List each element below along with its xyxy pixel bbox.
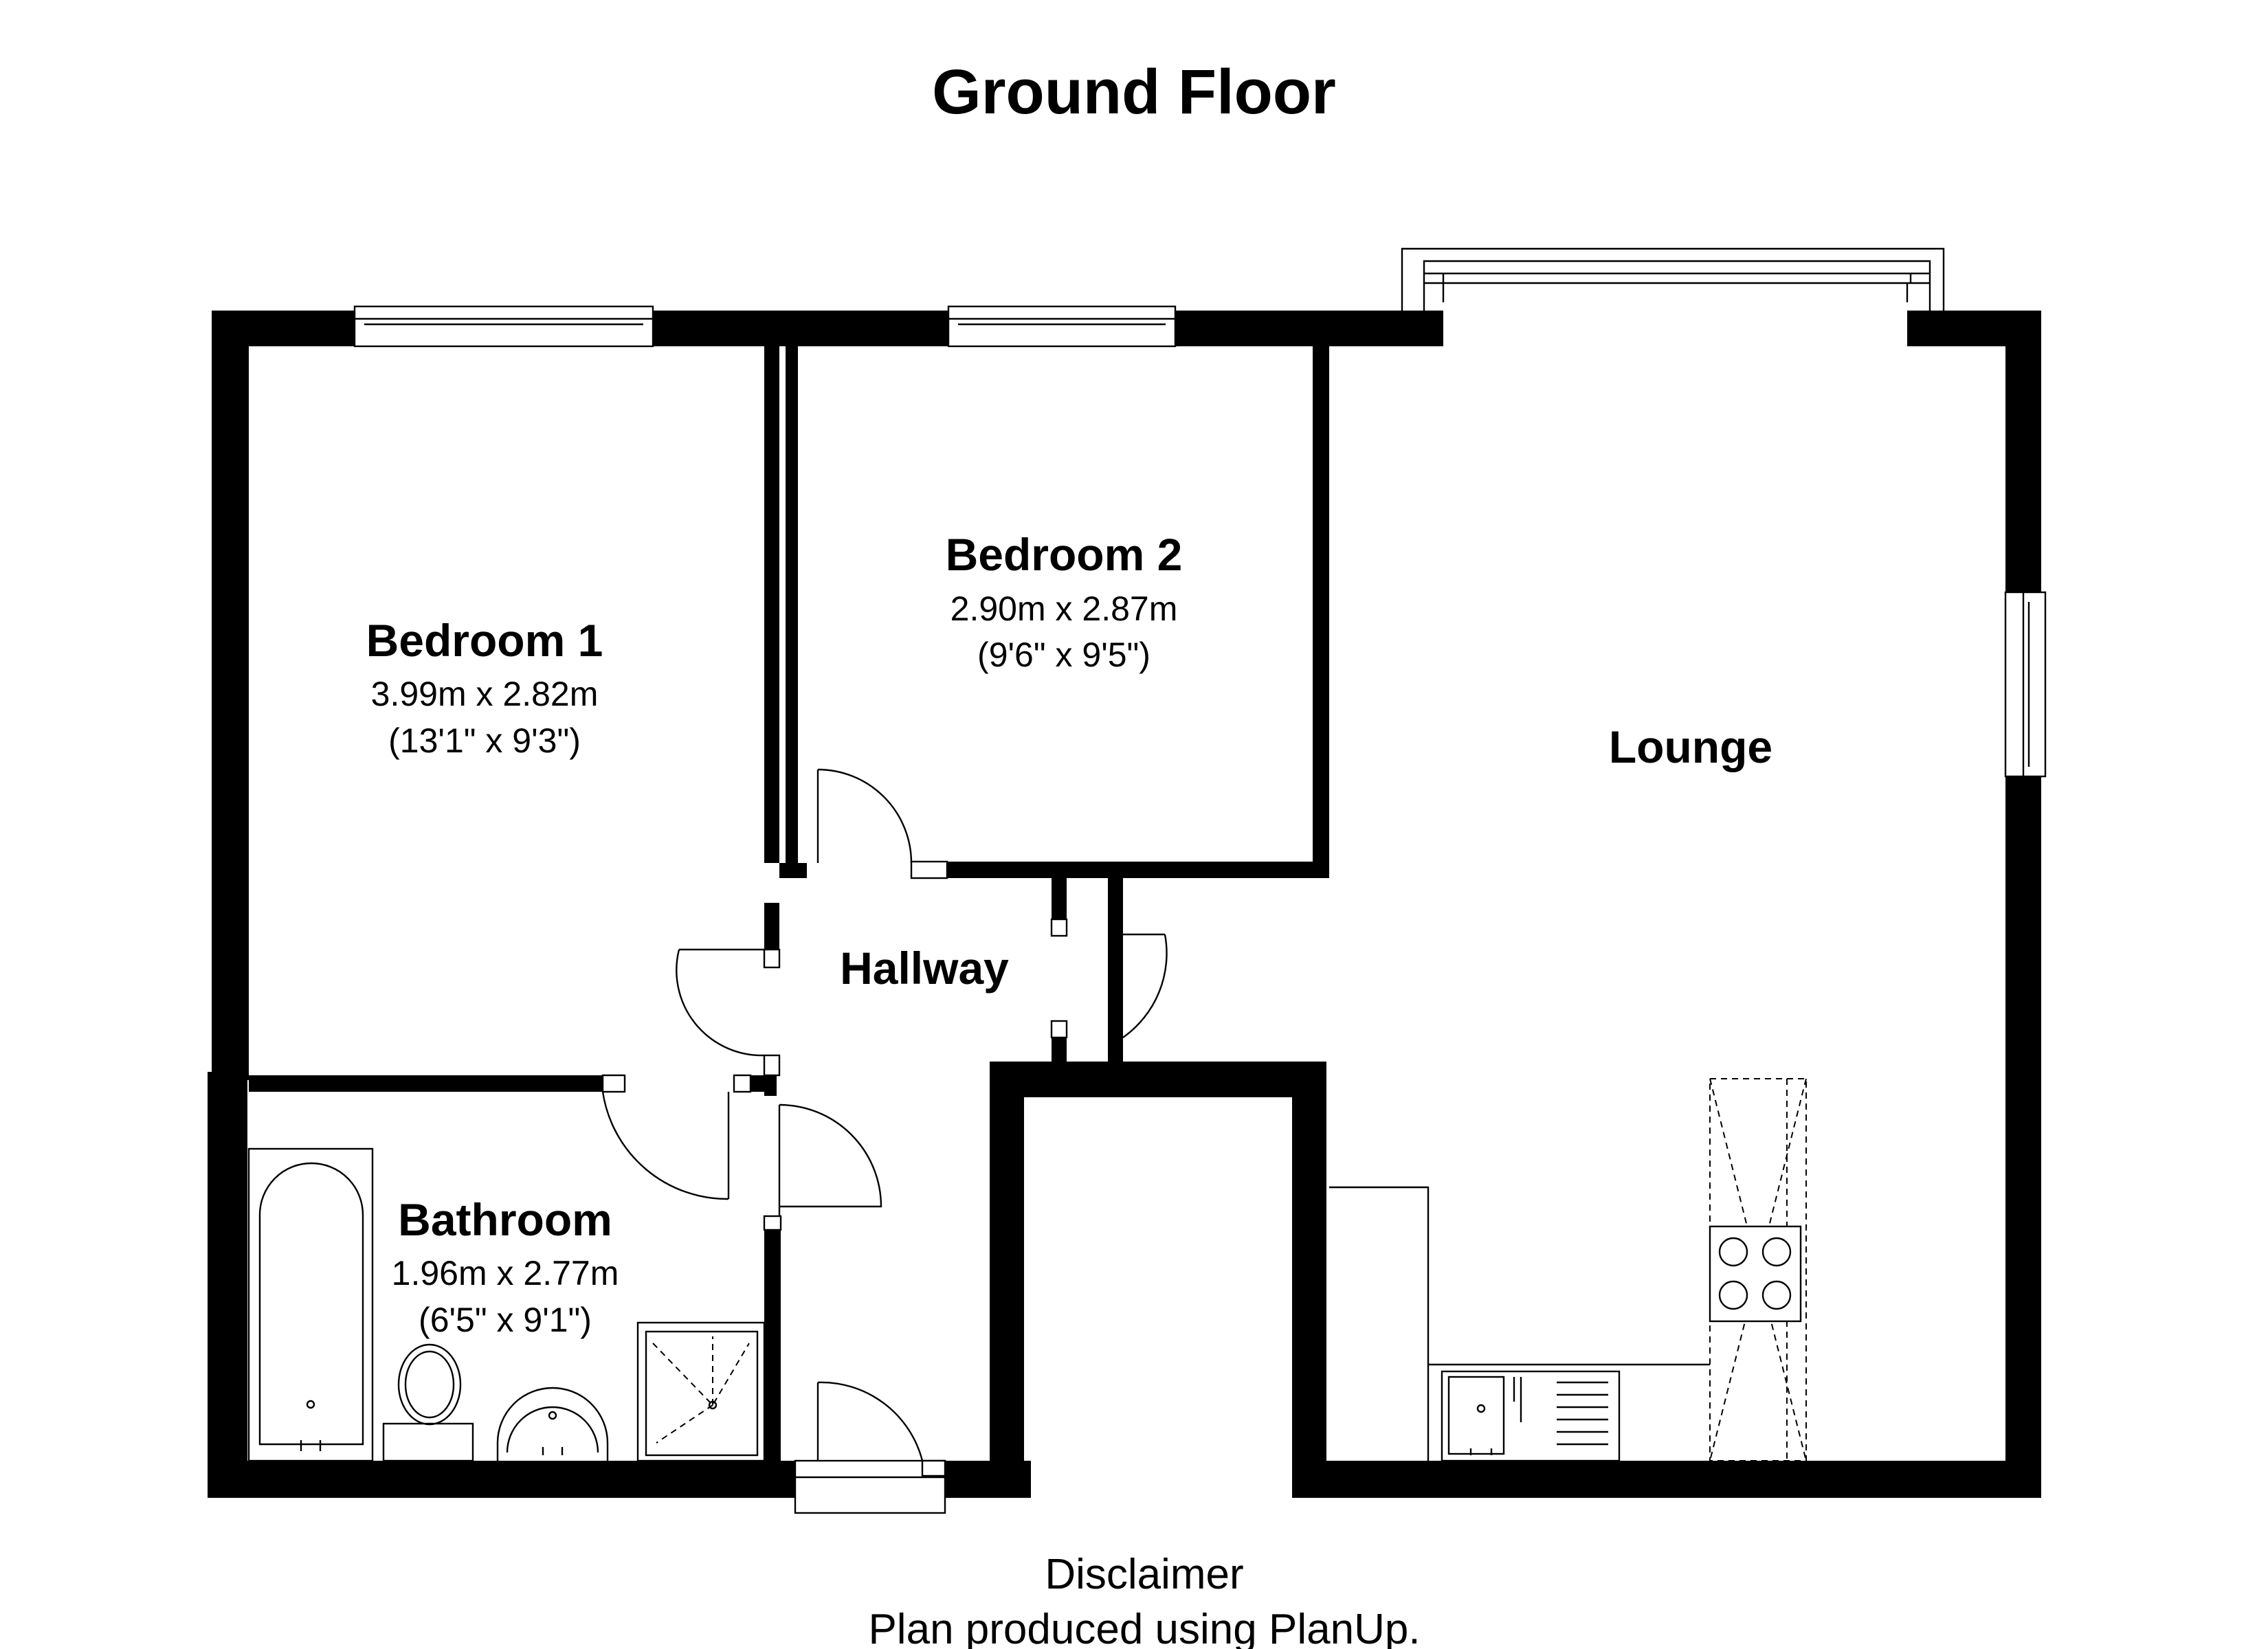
room-dimensions-imperial: (13'1" x 9'3") <box>388 721 581 760</box>
interior-walls <box>249 346 1329 1461</box>
room-dimensions-metric: 2.90m x 2.87m <box>950 590 1178 628</box>
bathroom-fixtures <box>247 1147 766 1462</box>
room-name: Bedroom 2 <box>946 529 1183 580</box>
disclaimer-heading: Disclaimer <box>1045 1551 1243 1598</box>
room-name: Bathroom <box>398 1194 612 1245</box>
label-bathroom: Bathroom 1.96m x 2.77m (6'5" x 9'1") <box>392 1194 619 1339</box>
plan-title: Ground Floor <box>932 57 1336 127</box>
label-hallway: Hallway <box>840 943 1009 994</box>
label-lounge: Lounge <box>1609 721 1772 772</box>
room-name: Bedroom 1 <box>366 615 603 666</box>
room-dimensions-metric: 1.96m x 2.77m <box>392 1254 619 1292</box>
windows <box>353 247 2047 1514</box>
room-dimensions-imperial: (6'5" x 9'1") <box>419 1301 592 1339</box>
room-dimensions-metric: 3.99m x 2.82m <box>371 675 599 713</box>
kitchen <box>1329 1078 1807 1462</box>
doors <box>601 768 1168 1477</box>
label-bedroom-1: Bedroom 1 3.99m x 2.82m (13'1" x 9'3") <box>366 615 603 760</box>
exterior-walls <box>208 311 2041 1498</box>
disclaimer-text: Plan produced using PlanUp. <box>868 1606 1420 1649</box>
room-dimensions-imperial: (9'6" x 9'5") <box>977 636 1150 674</box>
label-bedroom-2: Bedroom 2 2.90m x 2.87m (9'6" x 9'5") <box>946 529 1183 674</box>
